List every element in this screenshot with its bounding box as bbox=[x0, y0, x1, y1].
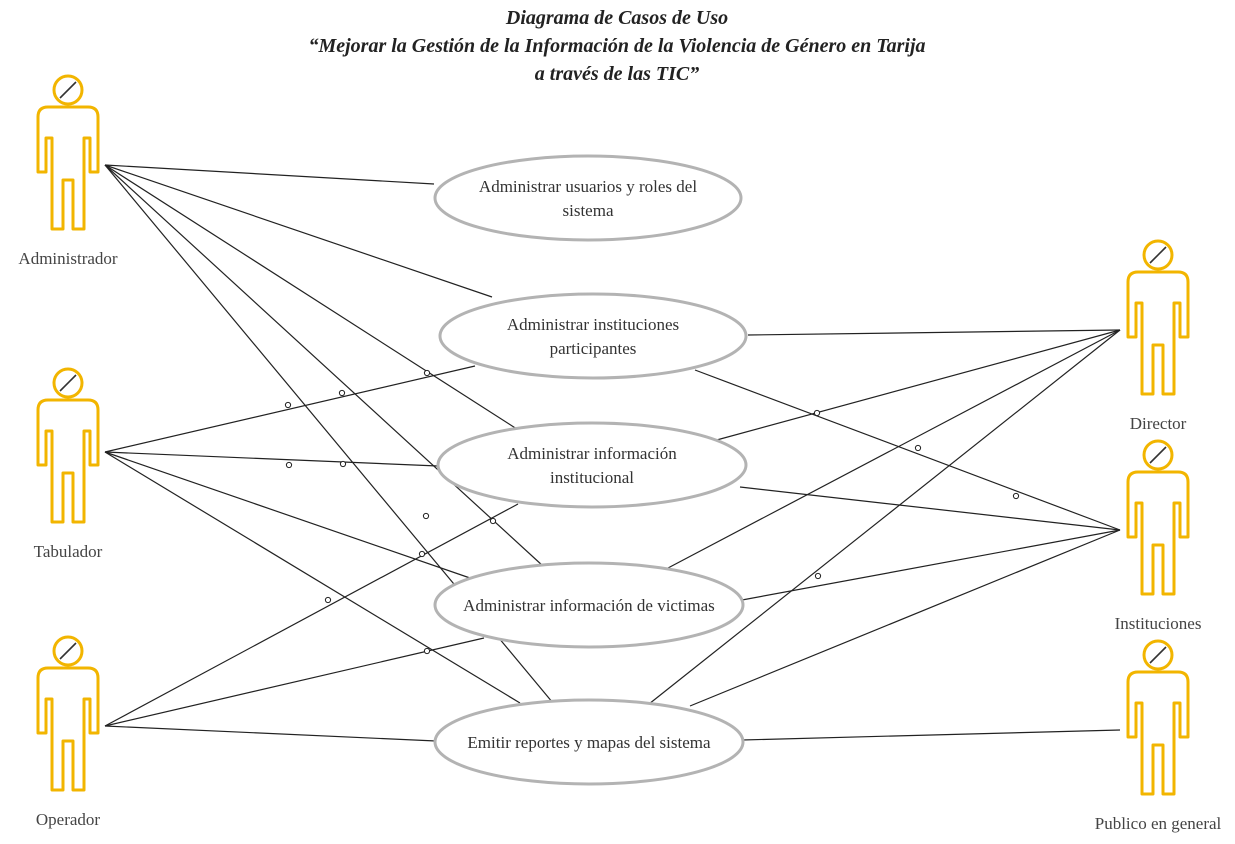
actor-dir[interactable]: Director bbox=[1126, 239, 1190, 433]
title-line-1: Diagrama de Casos de Uso bbox=[505, 7, 728, 29]
actor-tab[interactable]: Tabulador bbox=[34, 367, 103, 561]
line-crossing-hop bbox=[423, 369, 431, 377]
associations-layer bbox=[104, 164, 1121, 742]
line-crossing-hop bbox=[338, 389, 346, 397]
actor-label: Instituciones bbox=[1115, 614, 1202, 633]
diagram-title: Diagrama de Casos de Uso “Mejorar la Ges… bbox=[308, 7, 925, 85]
actor-slash-icon bbox=[59, 642, 77, 660]
association-admin-uc3 bbox=[104, 164, 521, 432]
actor-admin[interactable]: Administrador bbox=[18, 74, 118, 268]
line-crossing-hop bbox=[339, 460, 347, 468]
actor-pub[interactable]: Publico en general bbox=[1095, 639, 1222, 833]
actor-label: Publico en general bbox=[1095, 814, 1222, 833]
line-crossing-hop bbox=[813, 409, 821, 417]
actor-body-icon bbox=[36, 105, 100, 231]
association-inst-uc4 bbox=[741, 529, 1121, 601]
association-oper-uc3 bbox=[104, 503, 519, 727]
association-admin-uc4 bbox=[104, 164, 544, 567]
use-case-uc5[interactable]: Emitir reportes y mapas del sistema bbox=[433, 698, 745, 786]
actor-body-icon bbox=[36, 398, 100, 524]
association-tab-uc5 bbox=[104, 451, 521, 704]
line-crossing-hop bbox=[324, 596, 332, 604]
actor-body-icon bbox=[1126, 470, 1190, 596]
association-dir-uc4 bbox=[667, 329, 1121, 569]
actor-body-icon bbox=[1126, 670, 1190, 796]
association-dir-uc5 bbox=[648, 329, 1121, 705]
actor-oper[interactable]: Operador bbox=[36, 635, 101, 829]
actor-body-icon bbox=[1126, 270, 1190, 396]
use-case-label: Administrar usuarios y roles del bbox=[479, 177, 697, 196]
line-crossing-hop bbox=[284, 401, 292, 409]
actor-slash-icon bbox=[59, 81, 77, 99]
line-crossing-hop bbox=[423, 647, 431, 655]
association-tab-uc3 bbox=[104, 451, 439, 467]
title-line-3: a través de las TIC” bbox=[535, 63, 699, 85]
line-crossing-hop bbox=[422, 512, 430, 520]
actor-slash-icon bbox=[59, 374, 77, 392]
use-case-label: sistema bbox=[563, 201, 614, 220]
association-tab-uc2 bbox=[104, 365, 476, 453]
use-case-ellipse[interactable] bbox=[433, 154, 743, 242]
association-oper-uc4 bbox=[104, 637, 485, 727]
actor-inst[interactable]: Instituciones bbox=[1115, 439, 1202, 633]
line-crossings-layer bbox=[284, 369, 1020, 655]
actor-label: Director bbox=[1130, 414, 1187, 433]
actor-slash-icon bbox=[1149, 246, 1167, 264]
line-crossing-hop bbox=[814, 572, 822, 580]
actor-label: Administrador bbox=[18, 249, 117, 268]
association-admin-uc1 bbox=[104, 164, 435, 185]
association-oper-uc5 bbox=[104, 725, 437, 742]
association-dir-uc2 bbox=[747, 329, 1121, 336]
use-case-label: Administrar instituciones bbox=[507, 315, 679, 334]
association-inst-uc5 bbox=[689, 529, 1121, 707]
line-crossing-hop bbox=[489, 517, 497, 525]
line-crossing-hop bbox=[1012, 492, 1020, 500]
line-crossing-hop bbox=[418, 550, 426, 558]
association-pub-uc5 bbox=[741, 729, 1121, 741]
title-line-2: “Mejorar la Gestión de la Información de… bbox=[308, 35, 925, 57]
actor-slash-icon bbox=[1149, 446, 1167, 464]
use-case-label: Emitir reportes y mapas del sistema bbox=[467, 733, 711, 752]
actor-slash-icon bbox=[1149, 646, 1167, 664]
association-admin-uc2 bbox=[104, 164, 493, 298]
use-case-label: Administrar información bbox=[507, 444, 677, 463]
association-inst-uc2 bbox=[694, 369, 1121, 531]
line-crossing-hop bbox=[285, 461, 293, 469]
use-case-uc4[interactable]: Administrar información de victimas bbox=[433, 561, 745, 649]
use-case-label: institucional bbox=[550, 468, 634, 487]
use-case-label: Administrar información de victimas bbox=[463, 596, 715, 615]
actor-label: Operador bbox=[36, 810, 101, 829]
use-case-uc2[interactable]: Administrar instituciones participantes bbox=[438, 292, 748, 380]
association-tab-uc4 bbox=[104, 451, 471, 579]
actor-label: Tabulador bbox=[34, 542, 103, 561]
use-case-ellipse[interactable] bbox=[433, 698, 745, 786]
association-inst-uc3 bbox=[739, 486, 1121, 531]
actor-body-icon bbox=[36, 666, 100, 792]
use-case-uc3[interactable]: Administrar información institucional bbox=[436, 421, 748, 509]
use-case-ellipse[interactable] bbox=[436, 421, 748, 509]
use-case-ellipse[interactable] bbox=[433, 561, 745, 649]
use-case-uc1[interactable]: Administrar usuarios y roles del sistema bbox=[433, 154, 743, 242]
use-case-label: participantes bbox=[550, 339, 637, 358]
use-case-ellipse[interactable] bbox=[438, 292, 748, 380]
association-dir-uc3 bbox=[712, 329, 1121, 442]
line-crossing-hop bbox=[914, 444, 922, 452]
use-cases-layer: Administrar usuarios y roles delsistemaA… bbox=[433, 154, 748, 786]
